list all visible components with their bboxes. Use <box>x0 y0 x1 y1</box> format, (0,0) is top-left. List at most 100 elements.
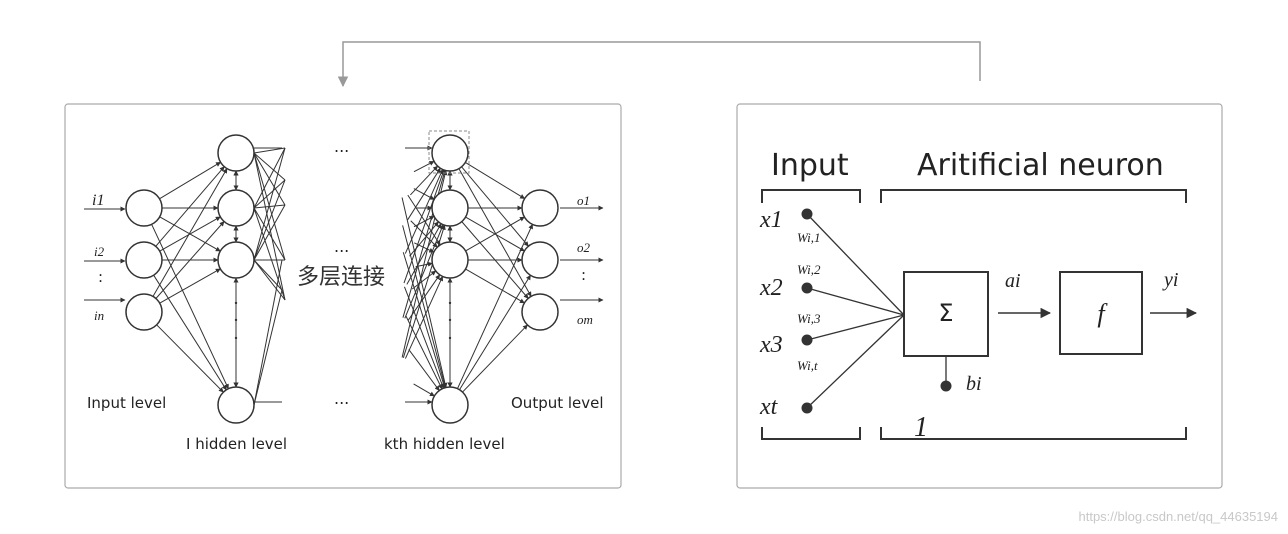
weight-line-t <box>806 314 905 409</box>
fan-hk-2-5 <box>407 274 441 321</box>
input-bracket-top <box>761 189 861 203</box>
input-node-2 <box>801 282 813 294</box>
fan-hk-2-6 <box>404 275 444 359</box>
activation-box <box>1059 271 1143 355</box>
edge-hk-2-out-0 <box>465 216 525 252</box>
bias-node <box>940 380 952 392</box>
input-x3: x3 <box>759 332 783 358</box>
input-node-3 <box>801 334 813 346</box>
yi-label: yi <box>1162 269 1178 291</box>
edge-input-1-h1-3 <box>153 274 227 391</box>
edge-input-2-h1-2 <box>159 268 221 304</box>
constant-one-label: 1 <box>914 412 928 443</box>
output-level-label: Output level <box>511 394 604 412</box>
fan-h1-low-1-0 <box>253 259 283 406</box>
weight-label-2: Wi,2 <box>797 262 821 277</box>
edge-hk-3-out-2 <box>462 324 528 393</box>
brackets <box>761 189 1187 440</box>
input-x1: x1 <box>759 207 783 233</box>
fan-hk-1-0 <box>413 188 435 200</box>
edge-input-2-h1-1 <box>155 221 225 299</box>
fan-hk-0-4 <box>403 169 445 284</box>
fan-h1-0-4 <box>253 152 286 301</box>
multilayer-connection-label: 多层连接 <box>297 265 385 290</box>
fan-hk-0-1 <box>410 165 438 196</box>
summation-box <box>903 271 989 357</box>
input-label-n: in <box>94 308 104 323</box>
network-nodes <box>125 134 559 424</box>
left-panel-frame <box>64 103 622 489</box>
bias-label: bi <box>966 373 982 395</box>
sigma-symbol: Σ <box>938 299 953 327</box>
hiddenk-neuron-1 <box>431 134 469 172</box>
weight-lines <box>806 213 947 409</box>
hidden-level-1-label: I hidden level <box>186 435 287 453</box>
hidden-level-k-label: kth hidden level <box>384 435 505 453</box>
fan-h1-2-4 <box>253 259 286 301</box>
fan-h1-1-0 <box>253 147 286 209</box>
output-neuron-3 <box>521 293 559 331</box>
input-vdots: : <box>98 268 103 286</box>
edge-hk-0-out-1 <box>461 166 529 247</box>
weight-label-t: Wi,t <box>797 358 818 373</box>
input-label-1: i1 <box>92 192 104 209</box>
ellipsis-mid: ... <box>334 237 349 256</box>
watermark: https://blog.csdn.net/qq_44635194 <box>1078 509 1279 524</box>
artificial-neuron-panel: Input Aritificial neuron x1 x2 x3 <box>736 103 1223 489</box>
neuron-title: Aritificial neuron <box>917 148 1164 183</box>
edge-input-1-h1-1 <box>159 216 221 252</box>
fan-hk-3-0 <box>401 197 448 388</box>
fan-h1-1-1 <box>253 179 286 209</box>
ellipsis-top: ... <box>334 137 349 156</box>
multilayer-network-panel: i1 i2 : in o1 o2 : om ... ... ... 多层连接 I… <box>64 103 622 489</box>
output-label-m: om <box>577 312 593 327</box>
edge-hk-0-out-2 <box>458 168 532 297</box>
fan-h1-low-1-1 <box>253 289 283 406</box>
panel-link-arrow <box>337 41 981 88</box>
weight-line-1 <box>806 213 905 316</box>
fan-hk-0-0 <box>413 160 435 173</box>
center-label-bg <box>294 258 390 292</box>
weight-label-3: Wi,3 <box>797 311 821 326</box>
hiddenk-neuron-2 <box>431 189 469 227</box>
edge-hk-0-out-0 <box>465 161 526 200</box>
fan-h1-2-1 <box>253 179 286 261</box>
input-label-2: i2 <box>94 244 105 259</box>
fan-hk-3-2 <box>402 252 446 389</box>
highlight-box <box>428 130 470 174</box>
fan-h1-2-0 <box>253 147 286 261</box>
fan-hk-3-4 <box>405 315 443 390</box>
input-dots <box>801 208 952 414</box>
neuron-bracket-bottom <box>880 427 1187 440</box>
edge-input-0-h1-0 <box>159 161 221 200</box>
edge-input-2-h1-3 <box>156 324 224 393</box>
input-level-label: Input level <box>87 394 166 412</box>
hidden-stubs <box>254 145 433 405</box>
input-neuron-3 <box>125 293 163 331</box>
fan-hk-2-2 <box>414 242 435 253</box>
output-neuron-1 <box>521 189 559 227</box>
fan-h1-1-2 <box>253 204 286 209</box>
edge-input-0-h1-3 <box>151 224 229 390</box>
fan-hk-2-1 <box>410 220 438 248</box>
fan-hk-3-1 <box>402 225 447 389</box>
neuron-bracket-top <box>880 189 1187 203</box>
fan-h1-2-2 <box>253 204 286 261</box>
weight-label-1: Wi,1 <box>797 230 820 245</box>
input-node-1 <box>801 208 813 220</box>
hidden1-neuron-4 <box>217 386 255 424</box>
output-label-1: o1 <box>577 193 590 208</box>
hidden-dots <box>234 301 452 340</box>
fan-hk-1-2 <box>413 215 435 228</box>
fan-h1-0-0 <box>253 147 286 154</box>
fan-hk-3-5 <box>408 349 440 391</box>
output-neuron-2 <box>521 241 559 279</box>
input-node-t <box>801 402 813 414</box>
edge-input-2-h1-0 <box>152 168 228 297</box>
weight-line-3 <box>806 314 905 341</box>
edge-hk-3-out-0 <box>457 223 533 389</box>
fan-h1-0-1 <box>253 152 286 181</box>
hidden1-neuron-3 <box>217 241 255 279</box>
fan-hk-2-0 <box>407 194 441 246</box>
